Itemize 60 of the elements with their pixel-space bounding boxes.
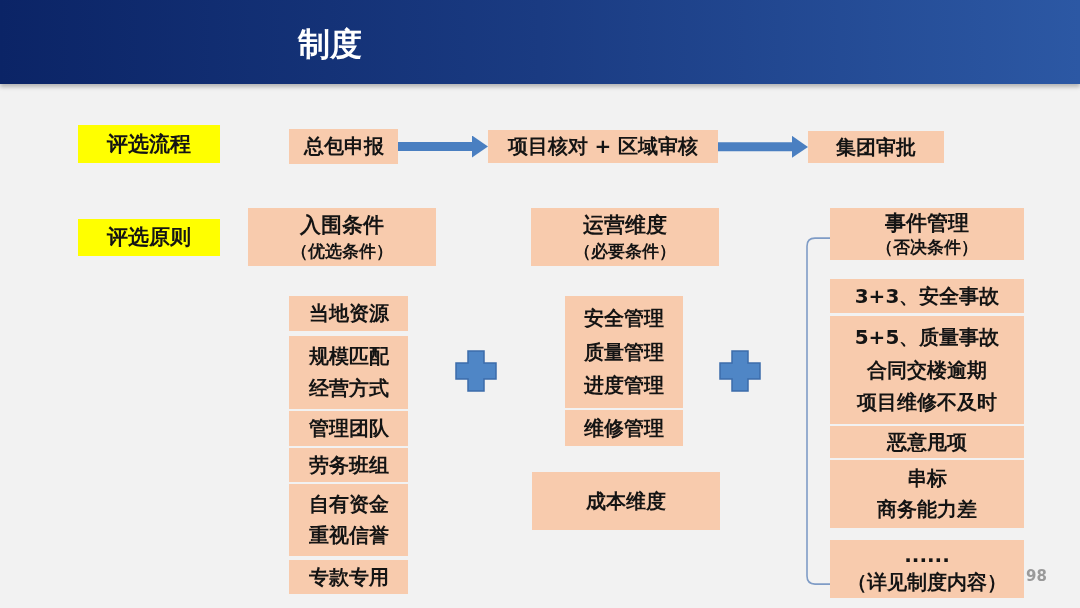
step-box <box>488 130 718 163</box>
step-text: 项目核对 + 区域审核 <box>507 135 699 158</box>
criteria-box <box>289 296 408 331</box>
criteria-box <box>830 426 1024 458</box>
criterion-text: 重视信誉 <box>308 524 389 548</box>
step-text: 总包申报 <box>303 135 384 158</box>
subheading-text: （优选条件） <box>291 241 393 262</box>
criteria-box <box>565 296 683 408</box>
criteria-box <box>830 540 1024 598</box>
criterion-text: 劳务班组 <box>308 453 389 477</box>
step-text: 集团审批 <box>836 135 916 159</box>
criterion-text: 进度管理 <box>584 374 664 398</box>
section-label-text: 评选原则 <box>107 225 191 250</box>
criteria-box <box>830 279 1024 313</box>
criterion-text: 安全管理 <box>584 306 664 330</box>
criterion-text: 当地资源 <box>308 302 389 325</box>
criterion-text: 自有资金 <box>308 492 389 516</box>
criterion-text: ...... <box>904 544 950 567</box>
criteria-box <box>289 448 408 482</box>
criterion-text: 规模匹配 <box>308 345 389 368</box>
header-box <box>248 208 436 266</box>
slide-title: 制度 <box>298 24 362 65</box>
criterion-text: 管理团队 <box>308 417 389 440</box>
bracket-line <box>806 237 831 585</box>
criterion-text: 成本维度 <box>586 489 666 513</box>
criteria-box <box>565 410 683 446</box>
criterion-text: 恶意甩项 <box>887 430 967 454</box>
criterion-text: 5+5、质量事故 <box>854 325 1000 349</box>
criterion-text: 专款专用 <box>308 565 389 589</box>
heading-text: 运营维度 <box>583 212 667 237</box>
criterion-text: 质量管理 <box>584 340 664 364</box>
criterion-text: 串标 <box>907 467 947 491</box>
criteria-box <box>532 472 720 530</box>
arrow <box>718 135 808 158</box>
step-box <box>289 129 398 164</box>
page-number: 98 <box>1026 567 1047 585</box>
heading-text: 入围条件 <box>300 212 384 237</box>
subheading-text: （必要条件） <box>574 241 676 262</box>
criterion-text: 合同交楼逾期 <box>867 358 987 382</box>
criteria-box <box>830 316 1024 424</box>
criterion-text: 商务能力差 <box>877 497 977 521</box>
criterion-text: 经营方式 <box>308 377 389 400</box>
criteria-box <box>289 484 408 556</box>
header-box <box>830 208 1024 260</box>
section-label <box>78 219 220 256</box>
step-box <box>808 131 944 163</box>
criteria-box <box>289 560 408 594</box>
criteria-box <box>289 411 408 446</box>
heading-text: 事件管理 <box>885 210 969 235</box>
criterion-text: （详见制度内容） <box>847 571 1007 594</box>
criteria-box <box>289 336 408 409</box>
header-box <box>531 208 719 266</box>
section-label <box>78 125 220 163</box>
criterion-text: 维修管理 <box>584 416 664 440</box>
criterion-text: 项目维修不及时 <box>857 391 997 415</box>
section-label-text: 评选流程 <box>107 131 191 157</box>
arrow <box>398 135 488 158</box>
subheading-text: （否决条件） <box>876 237 978 258</box>
criterion-text: 3+3、安全事故 <box>854 284 1000 308</box>
criteria-box <box>830 460 1024 528</box>
